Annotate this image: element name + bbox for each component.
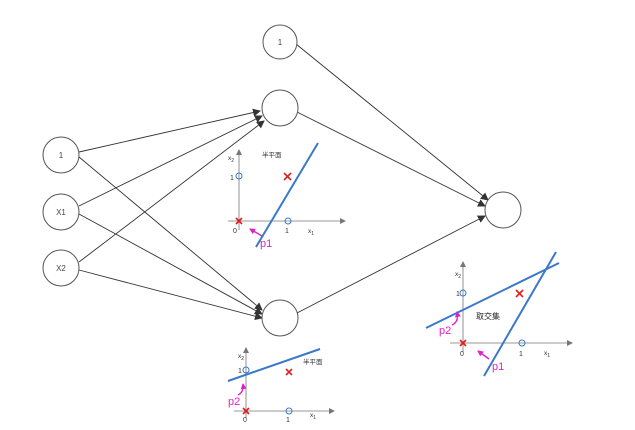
plot-bottom-tick-x0: 0 (243, 417, 247, 424)
edge-x1-to-hidden-bottom (78, 213, 263, 315)
input-node-x2: X2 (42, 249, 80, 287)
plot-bottom-ylabel: x2 (238, 353, 244, 362)
plot-top-point-1-0 (284, 217, 292, 225)
plot-bottom-title: 半平面 (303, 357, 323, 366)
edge-x2-to-hidden-top (78, 120, 265, 263)
plot-right-arrow-label-p2: p2 (439, 325, 451, 337)
plot-right-point-1-0 (518, 339, 526, 347)
edge-hidden-bias-to-output (295, 43, 489, 201)
plot-bottom-half-plane: x2 x1 半平面 1 0 1 p2 (227, 347, 335, 424)
edge-hidden-top-to-output (296, 111, 486, 207)
plot-bottom-point-0-1 (242, 366, 250, 374)
hidden-node-top (261, 89, 299, 127)
plot-top-point-0-1 (235, 172, 243, 180)
plot-right-point-0-1 (459, 289, 467, 297)
plot-bottom-normal-arrow (237, 383, 247, 396)
edge-x2-to-hidden-bottom (78, 269, 263, 321)
hidden-node-bias-label: 1 (278, 38, 283, 47)
hidden-node-bottom (261, 299, 299, 337)
plot-bottom-arrow-label: p2 (228, 396, 240, 408)
plot-right-boundary-line-p1 (483, 251, 557, 377)
plot-top-point-0-0-cross (235, 217, 243, 225)
plot-right-boundary-line-p2 (425, 262, 560, 329)
edge-hidden-bottom-to-output (296, 215, 486, 314)
input-node-bias: 1 (42, 136, 80, 174)
output-node (484, 191, 522, 229)
plot-bottom-xlabel: x1 (310, 412, 316, 421)
edge-bias-to-hidden-bottom (78, 156, 263, 311)
plot-bottom-boundary-line (227, 348, 321, 382)
plot-bottom-point-1-0 (285, 407, 293, 415)
plot-top-point-1-1-cross (283, 172, 292, 181)
plot-top-tick-x0: 0 (233, 228, 237, 235)
input-node-bias-label: 1 (59, 151, 64, 160)
plot-right-arrow-label-p1: p1 (492, 361, 504, 373)
input-node-x1-label: X1 (56, 208, 66, 217)
plot-top-normal-arrow (249, 228, 263, 237)
plot-bottom-point-0-0-cross (242, 407, 250, 415)
plot-right-tick-x1: 1 (519, 351, 523, 358)
input-node-x1: X1 (42, 193, 80, 231)
plot-right-title: 取交集 (476, 311, 500, 321)
plot-right-point-1-1-cross (515, 289, 524, 298)
plot-right-ylabel: x2 (455, 271, 461, 280)
plot-right-normal-arrow-p2 (451, 311, 461, 326)
hidden-layer: 1 (261, 24, 299, 337)
plot-bottom-tick-x1: 1 (286, 417, 290, 424)
plot-top-boundary-line (255, 142, 319, 248)
plot-bottom-tick-y1: 1 (238, 368, 242, 375)
plot-top-half-plane: x2 x1 半平面 1 0 1 p1 (228, 142, 346, 250)
plot-right-normal-arrow-p1 (477, 350, 490, 360)
plot-right-tick-y1: 1 (456, 291, 460, 298)
plot-top-tick-y1: 1 (230, 175, 234, 182)
plot-top-arrow-label: p1 (260, 238, 272, 250)
plot-top-tick-x1: 1 (285, 228, 289, 235)
plot-top-xlabel: x1 (308, 228, 314, 237)
plot-top-ylabel: x2 (228, 155, 234, 164)
plot-top-title: 半平面 (262, 150, 282, 159)
plot-bottom-point-1-1-cross (285, 368, 293, 376)
hidden-node-bias: 1 (262, 24, 298, 60)
plot-right-tick-x0: 0 (460, 351, 464, 358)
plot-right-intersection: x2 x1 取交集 1 0 1 p2 p1 (425, 251, 573, 377)
plot-right-point-0-0-cross (459, 339, 467, 347)
plot-right-xlabel: x1 (544, 350, 550, 359)
edge-bias-to-hidden-top (78, 108, 261, 153)
input-node-x2-label: X2 (56, 264, 66, 273)
edge-x1-to-hidden-top (78, 115, 263, 207)
input-layer: 1 X1 X2 (42, 136, 80, 287)
network-edges (78, 43, 489, 321)
